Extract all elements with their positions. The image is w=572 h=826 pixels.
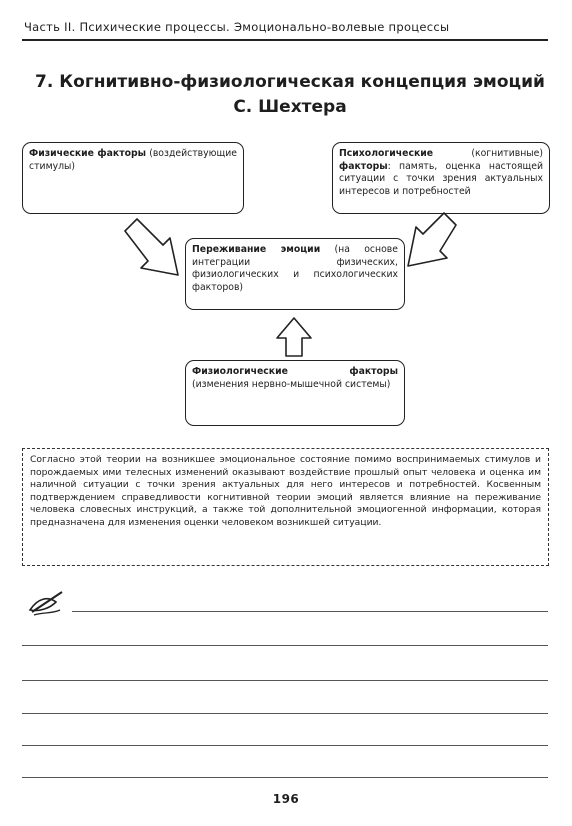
psychological-factors-text-2: : память, оценка настоящей ситуации с то… — [339, 160, 543, 197]
physiological-factors-label: Физиологические факторы — [192, 366, 398, 377]
writing-line-6 — [22, 777, 548, 778]
psychological-factors-text-1: (когнитивные) — [433, 148, 543, 159]
physical-factors-text: (воздействующие стимулы) — [29, 148, 237, 172]
arrow-from-physiological — [276, 317, 312, 357]
writing-line-2 — [22, 645, 548, 646]
arrow-from-psychological — [407, 212, 457, 267]
psychological-factors-box: Психологические (когнитивные) факторы: п… — [332, 142, 550, 214]
physiological-factors-box: Физиологические факторы (изменения нервн… — [185, 360, 405, 426]
page-number: 196 — [272, 792, 300, 806]
pen-writing-icon — [28, 591, 63, 616]
writing-line-4 — [22, 713, 548, 714]
psychological-factors-label: Психологические — [339, 148, 434, 159]
emotion-experience-box: Переживание эмоции (на основе интеграции… — [185, 238, 405, 310]
emotion-experience-text: (на основе интеграции физических, физиол… — [192, 244, 398, 293]
writing-line-1 — [72, 611, 548, 612]
running-head: Часть II. Психические процессы. Эмоциона… — [24, 20, 450, 34]
physiological-factors-text: (изменения нервно-мышечной системы) — [192, 378, 391, 390]
physical-factors-label: Физические факторы — [29, 148, 147, 159]
page-title: 7. Когнитивно-физиологическая концепция … — [30, 70, 550, 120]
title-line-2: С. Шехтера — [233, 97, 347, 117]
title-line-1: 7. Когнитивно-физиологическая концепция … — [35, 72, 545, 92]
writing-line-5 — [22, 745, 548, 746]
arrow-from-physical — [124, 218, 179, 276]
header-rule — [22, 39, 548, 41]
psychological-factors-label-2: факторы — [339, 160, 388, 172]
writing-line-3 — [22, 680, 548, 681]
physical-factors-box: Физические факторы (воздействующие стиму… — [22, 142, 244, 214]
explanation-note: Согласно этой теории на возникшее эмоцио… — [22, 448, 549, 566]
emotion-experience-label: Переживание эмоции — [192, 244, 321, 255]
